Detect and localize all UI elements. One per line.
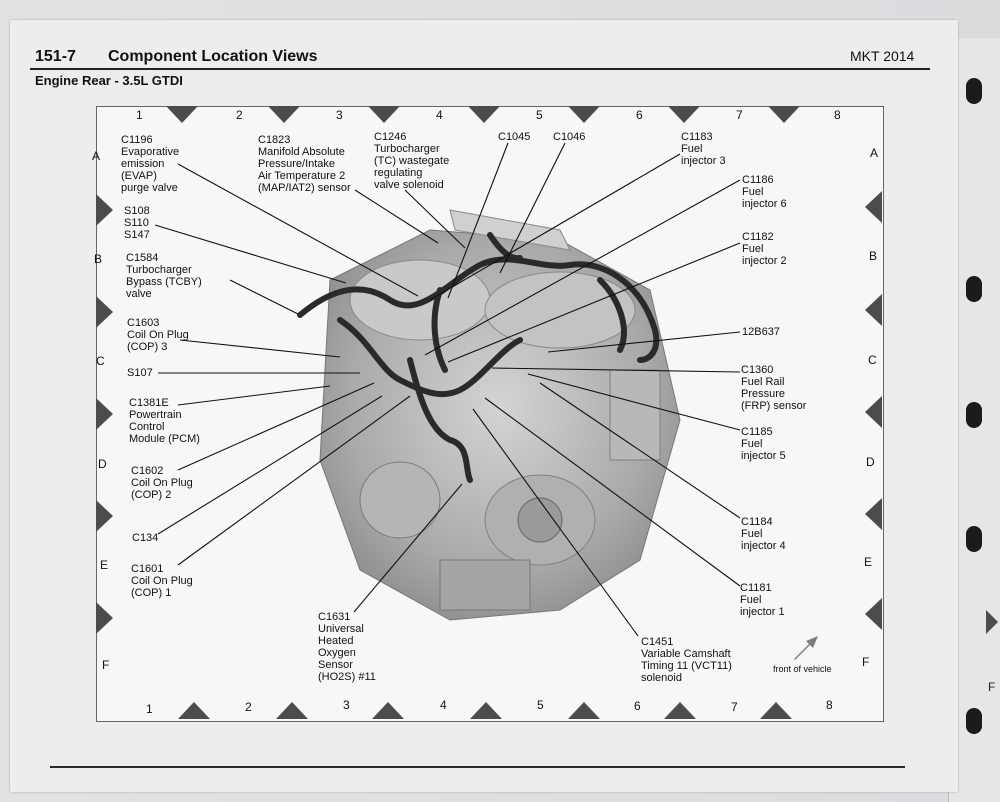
grid-triangle xyxy=(768,106,800,123)
grid-triangle xyxy=(166,106,198,123)
grid-triangle xyxy=(276,702,308,719)
col-label-top: 3 xyxy=(336,108,343,122)
leader-lines xyxy=(154,142,741,637)
callout-c1045: C1045 xyxy=(498,131,531,143)
grid-triangle xyxy=(865,598,882,630)
binder-ring xyxy=(966,276,982,302)
row-label-left: F xyxy=(102,658,110,672)
row-label-right: D xyxy=(866,455,875,469)
col-label-top: 8 xyxy=(834,108,841,122)
next-page-row-letter: F xyxy=(988,680,996,694)
callout-c1183: C1183 Fuel injector 3 xyxy=(681,131,726,167)
col-label-bottom: 7 xyxy=(731,700,738,714)
row-label-right: A xyxy=(870,146,879,160)
callout-c1451: C1451 Variable Camshaft Timing 11 (VCT11… xyxy=(641,636,732,684)
binder-ring xyxy=(966,708,982,734)
callout-c1602: C1602 Coil On Plug (COP) 2 xyxy=(131,465,193,501)
row-label-right: B xyxy=(869,249,878,263)
grid-triangle xyxy=(865,498,882,530)
callout-c1601: C1601 Coil On Plug (COP) 1 xyxy=(131,563,193,599)
col-label-bottom: 3 xyxy=(343,698,350,712)
callout-c1381e: C1381E Powertrain Control Module (PCM) xyxy=(129,397,200,445)
col-label-bottom: 4 xyxy=(440,698,447,712)
row-label-left: A xyxy=(92,149,101,163)
grid-triangle xyxy=(96,398,113,430)
grid-triangle xyxy=(568,702,600,719)
footer-rule xyxy=(50,766,905,768)
row-label-left: D xyxy=(98,457,107,471)
col-label-bottom: 2 xyxy=(245,700,252,714)
callout-c1182: C1182 Fuel injector 2 xyxy=(742,231,787,267)
callout-c1246: C1246 Turbocharger (TC) wastegate regula… xyxy=(374,131,450,191)
callout-12b637: 12B637 xyxy=(742,326,780,338)
grid-triangle xyxy=(865,191,882,223)
row-label-right: F xyxy=(862,655,870,669)
callout-s108: S108 S110 S147 xyxy=(124,205,150,241)
grid-triangle xyxy=(368,106,400,123)
callout-c1181: C1181 Fuel injector 1 xyxy=(740,582,785,618)
front-of-vehicle-label: front of vehicle xyxy=(773,664,832,674)
header-rule xyxy=(30,68,930,70)
row-label-right: C xyxy=(868,353,877,367)
col-label-bottom: 6 xyxy=(634,699,641,713)
row-label-left: E xyxy=(100,558,109,572)
grid-triangle xyxy=(268,106,300,123)
page-title: Component Location Views xyxy=(108,48,318,65)
col-label-bottom: 5 xyxy=(537,698,544,712)
callout-c1185: C1185 Fuel injector 5 xyxy=(741,426,786,462)
grid-triangle xyxy=(568,106,600,123)
next-page-triangle xyxy=(986,610,998,634)
callout-c134: C134 xyxy=(132,532,159,544)
col-label-top: 5 xyxy=(536,108,543,122)
grid-triangle xyxy=(668,106,700,123)
callout-c1184: C1184 Fuel injector 4 xyxy=(741,516,786,552)
grid-triangle xyxy=(372,702,404,719)
row-label-left: C xyxy=(96,354,105,368)
grid-triangle xyxy=(96,500,113,532)
row-label-right: E xyxy=(864,555,873,569)
callout-c1603: C1603 Coil On Plug (COP) 3 xyxy=(127,317,189,353)
grid-triangle xyxy=(96,194,113,226)
grid-triangle xyxy=(865,294,882,326)
binder-ring xyxy=(966,526,982,552)
page-number: 151-7 xyxy=(35,48,76,65)
front-of-vehicle-arrow xyxy=(794,636,818,660)
binder-ring xyxy=(966,402,982,428)
col-label-bottom: 1 xyxy=(146,702,153,716)
callout-c1823: C1823 Manifold Absolute Pressure/Intake … xyxy=(258,134,351,194)
callout-c1631: C1631 Universal Heated Oxygen Sensor (HO… xyxy=(318,611,376,683)
callout-c1360: C1360 Fuel Rail Pressure (FRP) sensor xyxy=(741,364,807,412)
grid-triangle xyxy=(96,296,113,328)
col-label-top: 2 xyxy=(236,108,243,122)
grid-triangle xyxy=(178,702,210,719)
row-label-left: B xyxy=(94,252,103,266)
grid-triangle xyxy=(760,702,792,719)
callout-c1186: C1186 Fuel injector 6 xyxy=(742,174,787,210)
model-label: MKT 2014 xyxy=(850,48,915,64)
grid-triangle xyxy=(664,702,696,719)
section-subtitle: Engine Rear - 3.5L GTDI xyxy=(35,73,183,88)
grid-triangle xyxy=(96,602,113,634)
col-label-top: 6 xyxy=(636,108,643,122)
callout-c1584: C1584 Turbocharger Bypass (TCBY) valve xyxy=(126,252,202,300)
grid-triangle xyxy=(468,106,500,123)
grid-triangle xyxy=(470,702,502,719)
col-label-top: 4 xyxy=(436,108,443,122)
callout-s107: S107 xyxy=(127,367,153,379)
col-label-bottom: 8 xyxy=(826,698,833,712)
callout-c1196: C1196 Evaporative emission (EVAP) purge … xyxy=(121,134,180,194)
callout-c1046: C1046 xyxy=(553,131,586,143)
binder-ring xyxy=(966,78,982,104)
col-label-top: 1 xyxy=(136,108,143,122)
grid-triangle xyxy=(865,396,882,428)
col-label-top: 7 xyxy=(736,108,743,122)
